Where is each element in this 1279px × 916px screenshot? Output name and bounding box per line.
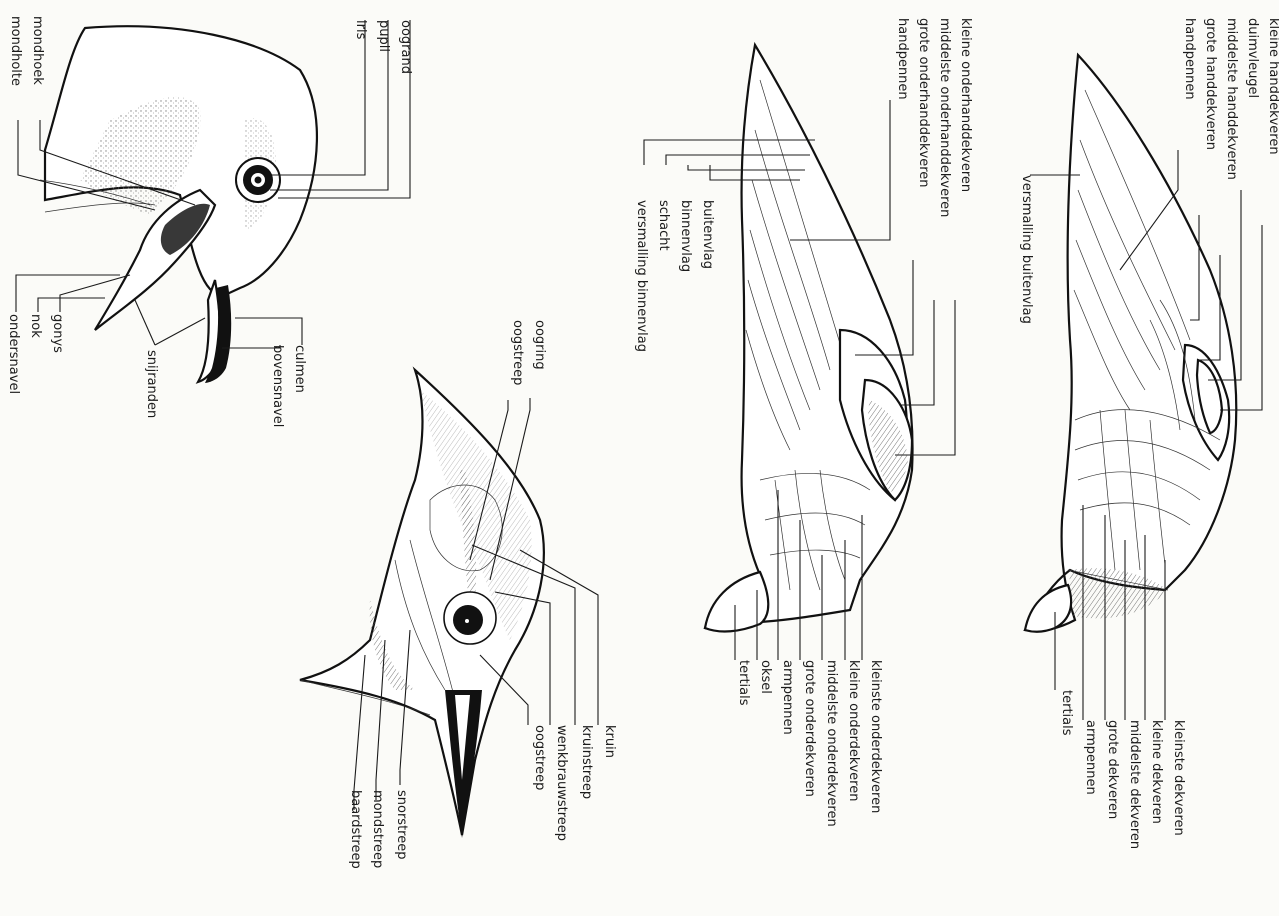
- label-oogstreep-bottom: oogstreep: [532, 725, 547, 790]
- underwing-illustration: [705, 45, 913, 631]
- label-oogrand: oogrand: [398, 20, 413, 74]
- label-grote-onderhanddekveren: grote onderhanddekveren: [916, 18, 931, 188]
- label-grote-onderdekveren: grote onderdekveren: [802, 660, 817, 797]
- label-tertials-under: tertials: [736, 660, 751, 706]
- label-kleine-dekveren: kleine dekveren: [1149, 720, 1164, 824]
- label-binnenvlag: binnenvlag: [678, 200, 693, 272]
- label-versmalling-binnenvlag: versmalling binnenvlag: [634, 200, 649, 352]
- label-duimvleugel: duimvleugel: [1245, 18, 1260, 98]
- label-grote-handdekveren: grote handdekveren: [1203, 18, 1218, 150]
- label-middelste-onderdekveren: middelste onderdekveren: [824, 660, 839, 827]
- label-mondholte: mondholte: [8, 16, 23, 86]
- label-armpennen-under: armpennen: [780, 660, 795, 735]
- label-oksel: oksel: [758, 660, 773, 694]
- small-head-illustration: [300, 370, 544, 838]
- label-middelste-dekveren: middelste dekveren: [1127, 720, 1142, 849]
- large-head-illustration: [40, 26, 317, 383]
- label-handpennen-upper: handpennen: [1182, 18, 1197, 100]
- label-kruinstreep: kruinstreep: [579, 725, 594, 799]
- label-snorstreep: snorstreep: [394, 790, 409, 860]
- label-tertials-upper: tertials: [1059, 690, 1074, 736]
- label-baardstreep: baardstreep: [348, 790, 363, 869]
- label-kleine-onderdekveren: kleine onderdekveren: [846, 660, 861, 801]
- label-buitenvlag: buitenvlag: [700, 200, 715, 269]
- label-kleine-handdekveren: kleine handdekveren: [1266, 18, 1279, 155]
- label-kruin: kruin: [602, 725, 617, 758]
- label-oogstreep-top: oogstreep: [510, 320, 525, 385]
- label-mondhoek: mondhoek: [30, 16, 45, 85]
- label-culmen: culmen: [292, 345, 307, 393]
- label-kleinste-onderdekveren: kleinste onderdekveren: [868, 660, 883, 813]
- label-bovensnavel: bovensnavel: [270, 345, 285, 427]
- label-handpennen-under: handpennen: [895, 18, 910, 100]
- label-snijranden: snijranden: [144, 350, 159, 418]
- label-nok: nok: [28, 314, 43, 338]
- label-grote-dekveren: grote dekveren: [1105, 720, 1120, 819]
- label-schacht: schacht: [656, 200, 671, 251]
- label-kleine-onderhanddekveren: kleine onderhanddekveren: [958, 18, 973, 192]
- label-armpennen-upper: armpennen: [1083, 720, 1098, 795]
- label-pupil: pupil: [376, 20, 391, 52]
- label-versmalling-buitenvlag: versmalling buitenvlag: [1019, 175, 1034, 324]
- label-middelste-onderhanddekveren: middelste onderhanddekveren: [937, 18, 952, 217]
- label-oogring: oogring: [532, 320, 547, 370]
- label-middelste-handdekveren: middelste handdekveren: [1224, 18, 1239, 180]
- label-kleinste-dekveren: kleinste dekveren: [1171, 720, 1186, 836]
- label-iris: iris: [353, 20, 368, 40]
- label-ondersnavel: ondersnavel: [6, 314, 21, 394]
- label-gonys: gonys: [50, 314, 65, 353]
- label-mondstreep: mondstreep: [370, 790, 385, 868]
- label-wenkbrauwstreep: wenkbrauwstreep: [554, 725, 569, 841]
